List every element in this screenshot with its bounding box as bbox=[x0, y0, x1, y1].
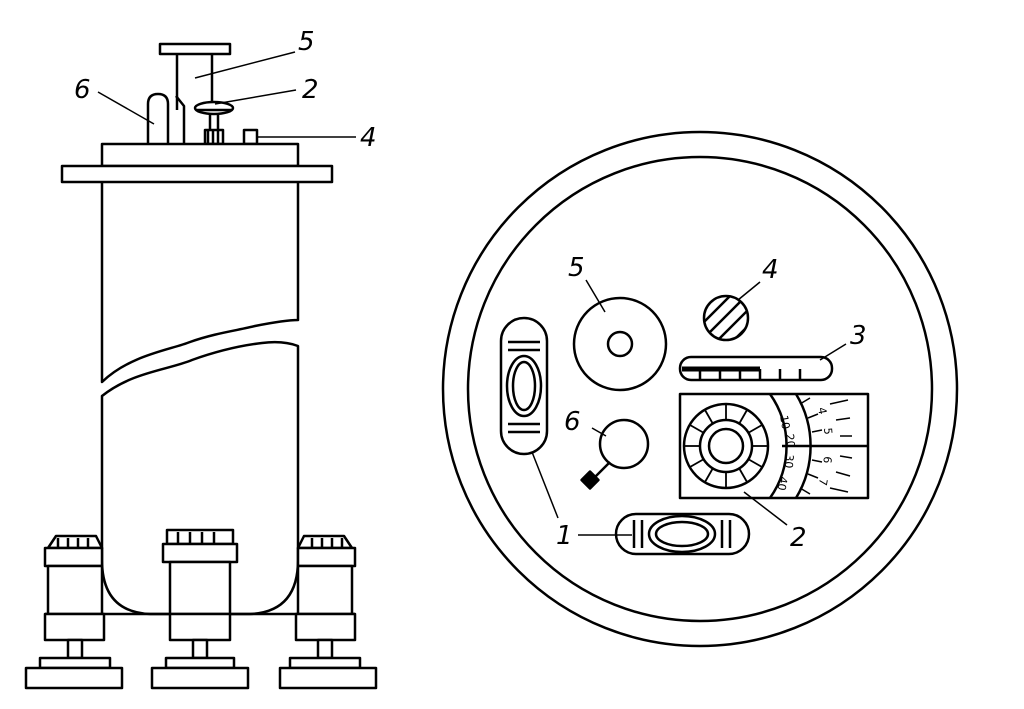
side-leaders bbox=[97, 51, 356, 138]
level-vertical bbox=[499, 316, 549, 456]
body-lower bbox=[100, 340, 300, 616]
top-knob bbox=[158, 42, 232, 110]
foot-center bbox=[150, 528, 250, 690]
flange bbox=[60, 164, 334, 184]
dial-num-5: 5 bbox=[821, 427, 835, 435]
lever bbox=[146, 92, 170, 144]
top-view: 10 20 30 40 4 5 6 7 5 4 3 6 1 2 bbox=[441, 130, 959, 648]
adjust-screw bbox=[193, 100, 235, 146]
dial-num-30: 30 bbox=[782, 454, 796, 469]
level-horizontal bbox=[614, 512, 751, 556]
pin bbox=[242, 128, 259, 146]
label-pin: 4 bbox=[360, 123, 377, 153]
dial-num-4: 4 bbox=[815, 406, 829, 415]
inner-rim bbox=[466, 155, 934, 623]
side-view: 5 2 4 6 bbox=[24, 27, 378, 690]
label-dial: 2 bbox=[790, 523, 807, 553]
scale-bar bbox=[678, 355, 834, 382]
body-upper bbox=[100, 182, 300, 384]
label-hatched-knob: 4 bbox=[762, 255, 779, 285]
label-screw: 2 bbox=[302, 75, 319, 105]
foot-left bbox=[24, 534, 124, 690]
label-small-knob: 6 bbox=[564, 407, 581, 437]
dial-panel: 10 20 30 40 4 5 6 7 bbox=[678, 392, 870, 500]
label-lever: 6 bbox=[74, 75, 91, 105]
hatched-knob bbox=[702, 294, 750, 342]
lid bbox=[100, 142, 300, 168]
label-ring-knob: 5 bbox=[568, 253, 585, 283]
dial-num-40: 40 bbox=[775, 475, 790, 491]
small-knob bbox=[580, 418, 650, 490]
dial-num-7: 7 bbox=[816, 477, 830, 486]
dial-num-10: 10 bbox=[777, 414, 792, 430]
outer-rim bbox=[441, 130, 959, 648]
label-scale-bar: 3 bbox=[850, 321, 867, 351]
top-leaders bbox=[531, 279, 847, 536]
label-level: 1 bbox=[556, 521, 573, 551]
foot-right bbox=[278, 534, 378, 690]
dial-num-6: 6 bbox=[820, 456, 834, 464]
dial-num-20: 20 bbox=[783, 433, 797, 448]
ring-knob bbox=[572, 296, 668, 392]
label-knob: 5 bbox=[298, 27, 315, 57]
